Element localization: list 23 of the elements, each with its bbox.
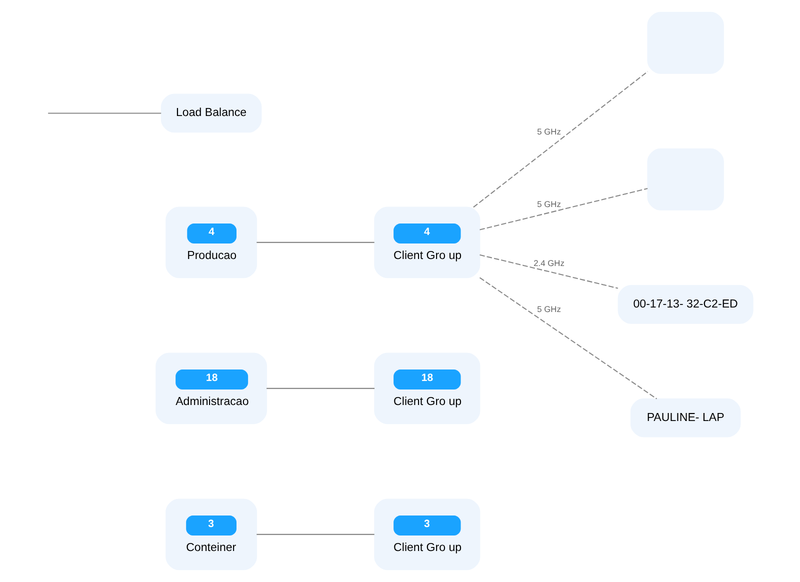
connector [480,188,648,230]
connector [473,71,648,208]
node-box: 18 Client Gro up [374,352,480,424]
node-box [647,12,724,74]
node-box: 3 Conteiner [166,498,257,570]
edge-label: 2.4 GHz [534,258,564,268]
connector [256,534,374,535]
connector [48,112,162,114]
edge-label: 5 GHz [537,304,561,314]
edge-label: 5 GHz [537,126,561,137]
edge-label: 5 GHz [537,199,561,210]
node-box: 18 Administracao [156,352,267,424]
node-box: 4 Client Gro up [374,206,480,278]
connector [479,277,658,400]
node-box: PAULINE- LAP [630,398,741,438]
connector [256,242,374,243]
node-box: 4 Producao [166,206,257,278]
connector [266,388,375,389]
node-box: Load Balance [160,94,262,133]
node-box [647,148,724,210]
node-box: 3 Client Gro up [374,498,480,570]
node-box: 00-17-13- 32-C2-ED [618,284,754,324]
connector [480,254,618,289]
